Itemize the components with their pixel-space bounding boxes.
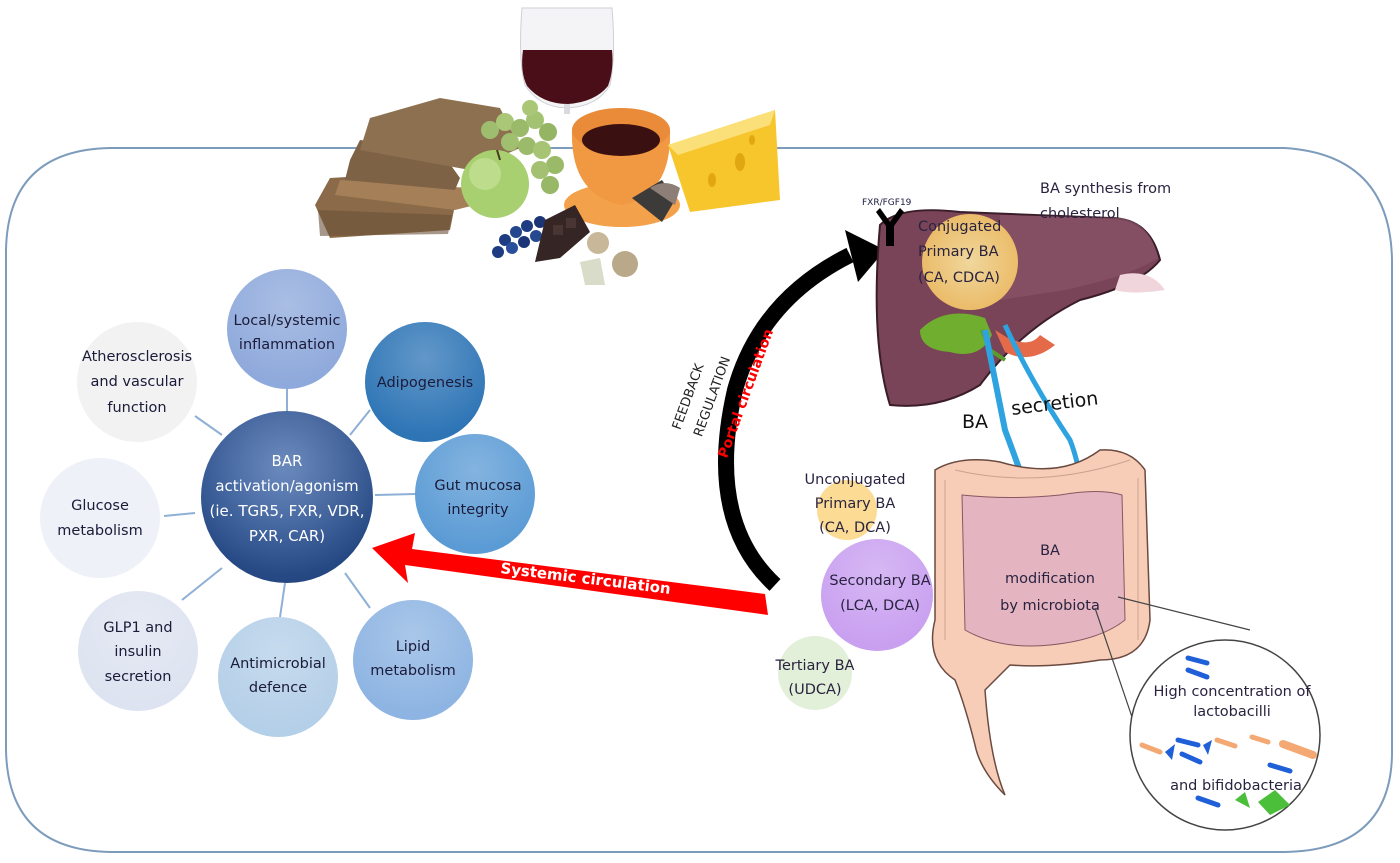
cheese-icon [668,110,780,212]
receptor-label: FXR/FGF19 [862,198,912,208]
fxr-receptor-icon [876,208,904,246]
grapes-icon [481,100,564,194]
bread-icon [315,98,520,238]
pool-tertiary: Tertiary BA(UDCA) [775,636,855,710]
portal-arrowhead [845,230,885,282]
svg-text:Adipogenesis: Adipogenesis [377,375,473,391]
artery-icon [995,330,1055,358]
frame-border [5,147,1393,853]
walnuts-icon [580,232,638,285]
satellite-adipogenesis[interactable]: Adipogenesis [365,322,485,442]
coffee-cup-icon [564,108,680,227]
gallbladder-icon [920,313,992,354]
bifidobacteria-icon [1165,740,1290,815]
conjugated-primary-ba-pool [922,214,1018,310]
svg-text:and bifidobacteria: and bifidobacteria [1170,778,1302,794]
pool-secondary: Secondary BA(LCA, DCA) [821,539,933,651]
food-illustration [315,7,780,285]
blueberries-icon [492,216,546,258]
lactobacilli-icon [1139,655,1317,808]
svg-text:Systemic circulation: Systemic circulation [500,559,672,598]
svg-text:Tertiary BA(UDCA): Tertiary BA(UDCA) [775,658,855,698]
secretion-label-ba: BA [962,411,988,433]
chocolate-icon [535,205,590,262]
svg-text:Secondary BA(LCA, DCA): Secondary BA(LCA, DCA) [829,573,930,614]
apple-icon [461,149,529,218]
systemic-circulation-arrow: Systemic circulation [372,533,768,615]
network-spokes [163,385,416,618]
wine-glass-icon [520,7,615,114]
